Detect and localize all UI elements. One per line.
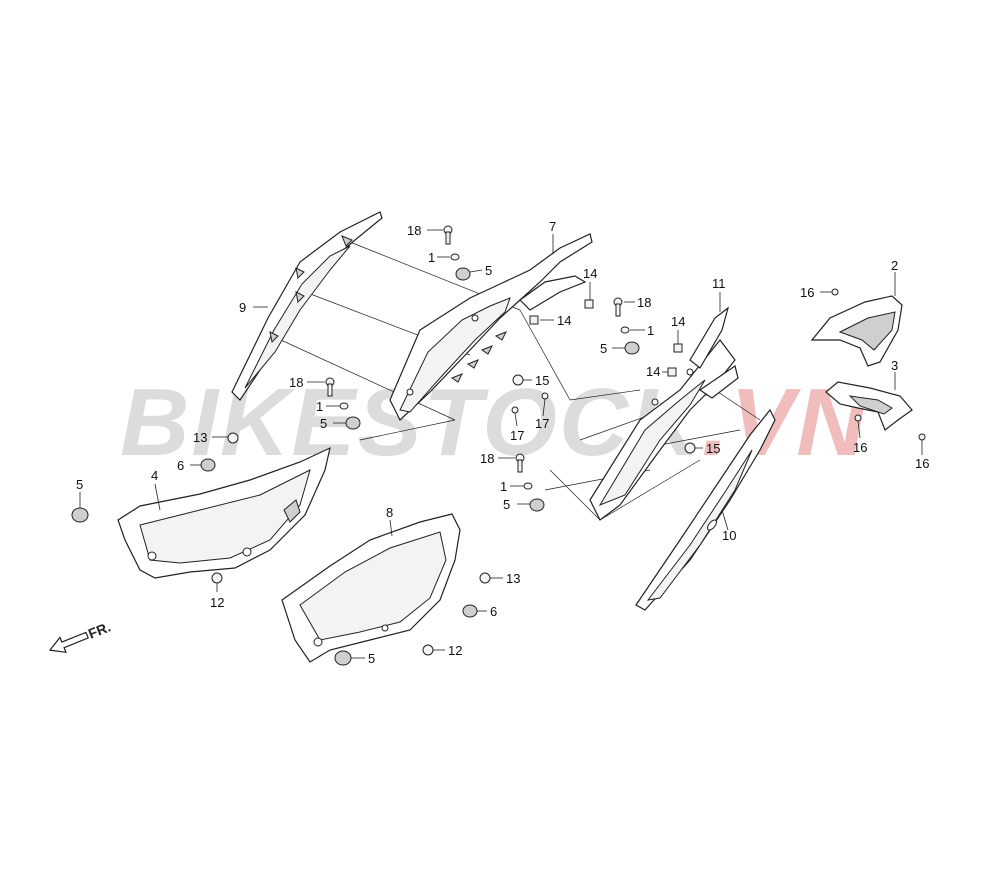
bolt-18-a [443,225,453,245]
front-direction-marker: FR. [48,619,113,654]
screw-15-b [684,442,696,454]
callout-14-a: 14 [583,266,597,281]
callout-18-c: 18 [289,375,303,390]
clip-12-b [422,644,434,656]
screw-16-a [831,288,839,296]
part-4-side-cover-lower [117,446,331,579]
nut-14-a [584,299,594,309]
part-2-tail-cover [810,295,903,367]
part-3-bracket [825,381,913,431]
callout-13-b: 13 [506,571,520,586]
screw-16-c [918,433,926,441]
callout-10: 10 [722,528,736,543]
collar-1-a [450,253,460,261]
callout-5-c: 5 [320,416,327,431]
callout-14-c: 14 [671,314,685,329]
callout-1-b: 1 [647,323,654,338]
callout-5-d: 5 [503,497,510,512]
callout-8: 8 [386,505,393,520]
screw-17-b [541,392,549,400]
callout-18-a: 18 [407,223,421,238]
part-7-center-cover [389,233,593,421]
callout-17-a: 17 [510,428,524,443]
callout-16-c: 16 [915,456,929,471]
grommet-5-b [624,341,640,355]
clip-13-b [479,572,491,584]
bolt-18-d [515,453,525,473]
nut-14-d [667,367,677,377]
part-9-side-cowl [231,211,383,401]
arrow-left-icon [48,631,89,654]
clip-13-a [227,432,239,444]
callout-1-a: 1 [428,250,435,265]
callout-16-a: 16 [800,285,814,300]
leader-lines [79,229,923,659]
callout-15-a: 15 [535,373,549,388]
clip-12-a [211,572,223,584]
part-8-side-cover-upper [281,513,461,663]
callout-7: 7 [549,219,556,234]
callout-5-e: 5 [76,477,83,492]
bolt-18-c [325,377,335,397]
callout-4: 4 [151,468,158,483]
collar-1-d [523,482,533,490]
screw-17-a [511,406,519,414]
callout-5-a: 5 [485,263,492,278]
bolt-18-b [613,297,623,317]
screw-15-a [512,374,524,386]
collar-1-c [339,402,349,410]
callout-6-a: 6 [177,458,184,473]
callout-1-c: 1 [316,399,323,414]
grommet-5-f [334,650,352,666]
callout-5-b: 5 [600,341,607,356]
callout-14-d: 14 [646,364,660,379]
grommet-5-a [455,267,471,281]
nut-14-c [673,343,683,353]
callout-17-b: 17 [535,416,549,431]
callout-9: 9 [239,300,246,315]
grommet-5-d [529,498,545,512]
nut-14-b [529,315,539,325]
callout-15-b: 15 [706,441,720,456]
rubber-6-b [462,604,478,618]
part-11-rear-frame-cover [589,306,739,521]
callout-12-b: 12 [448,643,462,658]
callout-5-f: 5 [368,651,375,666]
callout-16-b: 16 [853,440,867,455]
callout-6-b: 6 [490,604,497,619]
callout-3: 3 [891,358,898,373]
callout-18-b: 18 [637,295,651,310]
grommet-5-e [71,507,89,523]
callout-2: 2 [891,258,898,273]
callout-1-d: 1 [500,479,507,494]
rubber-6-a [200,458,216,472]
grommet-5-c [345,416,361,430]
part-10-side-panel [635,408,776,611]
callout-12-a: 12 [210,595,224,610]
callout-18-d: 18 [480,451,494,466]
front-label: FR. [86,619,113,642]
callout-11: 11 [712,276,726,291]
collar-1-b [620,326,630,334]
callout-13-a: 13 [193,430,207,445]
callout-14-b: 14 [557,313,571,328]
callout-labels: 18 1 5 7 14 14 18 1 5 14 14 11 15 17 17 … [76,219,929,666]
screw-16-b [854,414,862,422]
